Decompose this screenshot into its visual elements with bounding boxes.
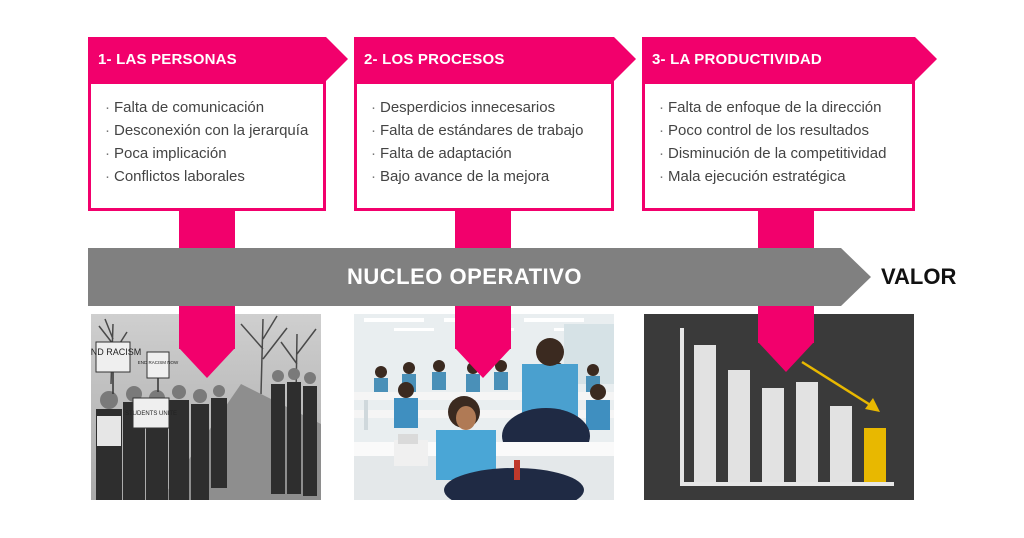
list-item: ·Poco control de los resultados <box>659 122 869 139</box>
chart-bar <box>830 406 852 482</box>
nucleo-operativo-band: NUCLEO OPERATIVO <box>88 248 871 306</box>
issues-box-procesos: ·Desperdicios innecesarios ·Falta de est… <box>354 81 614 211</box>
chart-bar-highlight <box>864 428 886 482</box>
valor-label: VALOR <box>881 264 957 289</box>
trend-arrow-head <box>865 398 880 412</box>
header-title: 1- LAS PERSONAS <box>98 50 237 68</box>
list-item: ·Falta de enfoque de la dirección <box>659 99 882 116</box>
list-item: ·Desconexión con la jerarquía <box>105 122 309 139</box>
connector-arrow-productividad <box>758 342 814 372</box>
bullet: · <box>659 145 664 162</box>
list-item: ·Falta de adaptación <box>371 145 512 162</box>
chart-bar <box>796 382 818 482</box>
header-title: 3- LA PRODUCTIVIDAD <box>652 50 822 68</box>
list-item: ·Falta de comunicación <box>105 99 265 116</box>
header-la-productividad: 3- LA PRODUCTIVIDAD <box>642 37 937 81</box>
sign-text: STUDENTS UNITE <box>125 411 177 417</box>
bullet: · <box>659 122 664 139</box>
connector-arrow-procesos <box>455 348 511 378</box>
sign-text: END RACISM NOW <box>138 360 179 365</box>
list-item: ·Conflictos laborales <box>105 168 245 185</box>
list-item: ·Mala ejecución estratégica <box>659 168 846 185</box>
issues-box-productividad: ·Falta de enfoque de la dirección ·Poco … <box>642 81 915 211</box>
sign-end-racism-now: END RACISM NOW <box>138 351 179 392</box>
chart-bar <box>762 388 784 482</box>
header-las-personas: 1- LAS PERSONAS <box>88 37 348 81</box>
bullet: · <box>105 122 110 139</box>
sign-text: END RACISM <box>91 347 141 357</box>
header-title: 2- LOS PROCESOS <box>364 50 505 68</box>
list-item: ·Disminución de la competitividad <box>659 145 887 162</box>
list-item: ·Falta de estándares de trabajo <box>371 122 584 139</box>
bullet: · <box>105 145 110 162</box>
connector-arrow-personas <box>179 348 235 378</box>
bullet: · <box>105 168 110 185</box>
sign-end-racism: END RACISM <box>91 341 141 394</box>
bullet: · <box>371 168 376 185</box>
bullet: · <box>371 145 376 162</box>
bullet: · <box>371 99 376 116</box>
list-item: ·Bajo avance de la mejora <box>371 168 550 185</box>
bullet: · <box>105 99 110 116</box>
bullet: · <box>659 99 664 116</box>
list-item: ·Poca implicación <box>105 145 227 162</box>
band-label: NUCLEO OPERATIVO <box>347 264 582 289</box>
list-item: ·Desperdicios innecesarios <box>371 99 556 116</box>
issues-box-personas: ·Falta de comunicación ·Desconexión con … <box>88 81 326 211</box>
bullet: · <box>659 168 664 185</box>
chart-bar <box>694 345 716 482</box>
bullet: · <box>371 122 376 139</box>
header-los-procesos: 2- LOS PROCESOS <box>354 37 636 81</box>
chart-bar <box>728 370 750 482</box>
sign-students-unite: STUDENTS UNITE <box>125 397 177 429</box>
